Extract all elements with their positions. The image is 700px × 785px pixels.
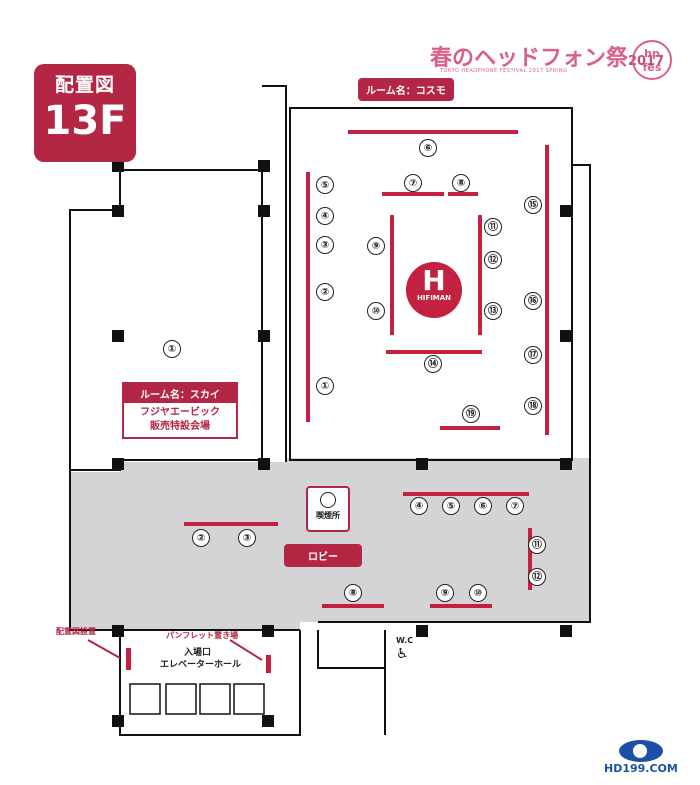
booth-lobby-12: ⑫ [528,568,546,586]
smoking-label: 喫煙所 [316,511,340,520]
booth-cosmo-11: ⑪ [484,218,502,236]
event-name: 春のヘッドフォン祭 [430,46,629,71]
wc-label: W.C [396,636,414,645]
booth-cosmo-14: ⑭ [424,355,442,373]
booth-lobby-2: ② [192,529,210,547]
booth-cosmo-19: ⑲ [462,405,480,423]
floor-number: 13F [43,98,127,144]
booth-cosmo-18: ⑱ [524,397,542,415]
room-sky-label: ルーム名：スカイ フジヤエービック 販売特設会場 [122,382,238,439]
room-sky-title: ルーム名：スカイ [124,384,236,403]
pamphlet-label: パンフレット置き場 [166,631,239,640]
booth-cosmo-10: ⑩ [367,302,385,320]
booth-lobby-11: ⑪ [528,536,546,554]
room-sky-desc-1: フジヤエービック [140,407,220,418]
booth-cosmo-9: ⑨ [367,237,385,255]
room-cosmo-label: ルーム名：コスモ [358,78,454,101]
booth-lobby-7: ⑦ [506,497,524,515]
booth-cosmo-1: ① [316,377,334,395]
elevator-hall-label: エレベーターホール [160,660,242,670]
booth-lobby-8: ⑧ [344,584,362,602]
floor-badge-title: 配置図 [54,74,115,96]
booth-cosmo-8: ⑧ [452,174,470,192]
booth-sky-1: ① [163,340,181,358]
booth-cosmo-16: ⑯ [524,292,542,310]
smoking-area: 喫煙所 [306,486,350,532]
booth-cosmo-6: ⑥ [419,139,437,157]
booth-lobby-10: ⑩ [469,584,487,602]
booth-lobby-4: ④ [410,497,428,515]
booth-lobby-6: ⑥ [474,497,492,515]
booth-lobby-9: ⑨ [436,584,454,602]
floor-badge: 配置図 13F [34,64,136,162]
hp-fes-logo: hp fes [632,40,672,80]
eye-logo-icon [618,740,663,762]
booth-cosmo-3: ③ [316,236,334,254]
smoking-icon [320,492,336,508]
booth-lobby-5: ⑤ [442,497,460,515]
entrance-label: 入場口 [184,648,212,658]
room-sky-desc-2: 販売特設会場 [150,421,210,432]
booth-cosmo-5: ⑤ [316,176,334,194]
map-post-label: 配置図設置 [56,627,96,636]
booth-lobby-3: ③ [238,529,256,547]
hifiman-name: HIFIMAN [416,294,452,302]
booth-cosmo-2: ② [316,283,334,301]
booth-cosmo-4: ④ [316,207,334,225]
restroom-icon: ♿ [396,646,409,662]
hd199-watermark: HD199.COM [604,740,678,775]
hd199-text: HD199.COM [604,762,678,775]
booth-cosmo-12: ⑫ [484,251,502,269]
booth-cosmo-13: ⑬ [484,302,502,320]
booth-cosmo-17: ⑰ [524,346,542,364]
lobby-label: ロビー [284,544,362,567]
booth-cosmo-15: ⑮ [524,196,542,214]
event-subtitle: TOKYO HEADPHONE FESTIVAL 2017 SPRING [440,68,568,74]
booth-cosmo-7: ⑦ [404,174,422,192]
